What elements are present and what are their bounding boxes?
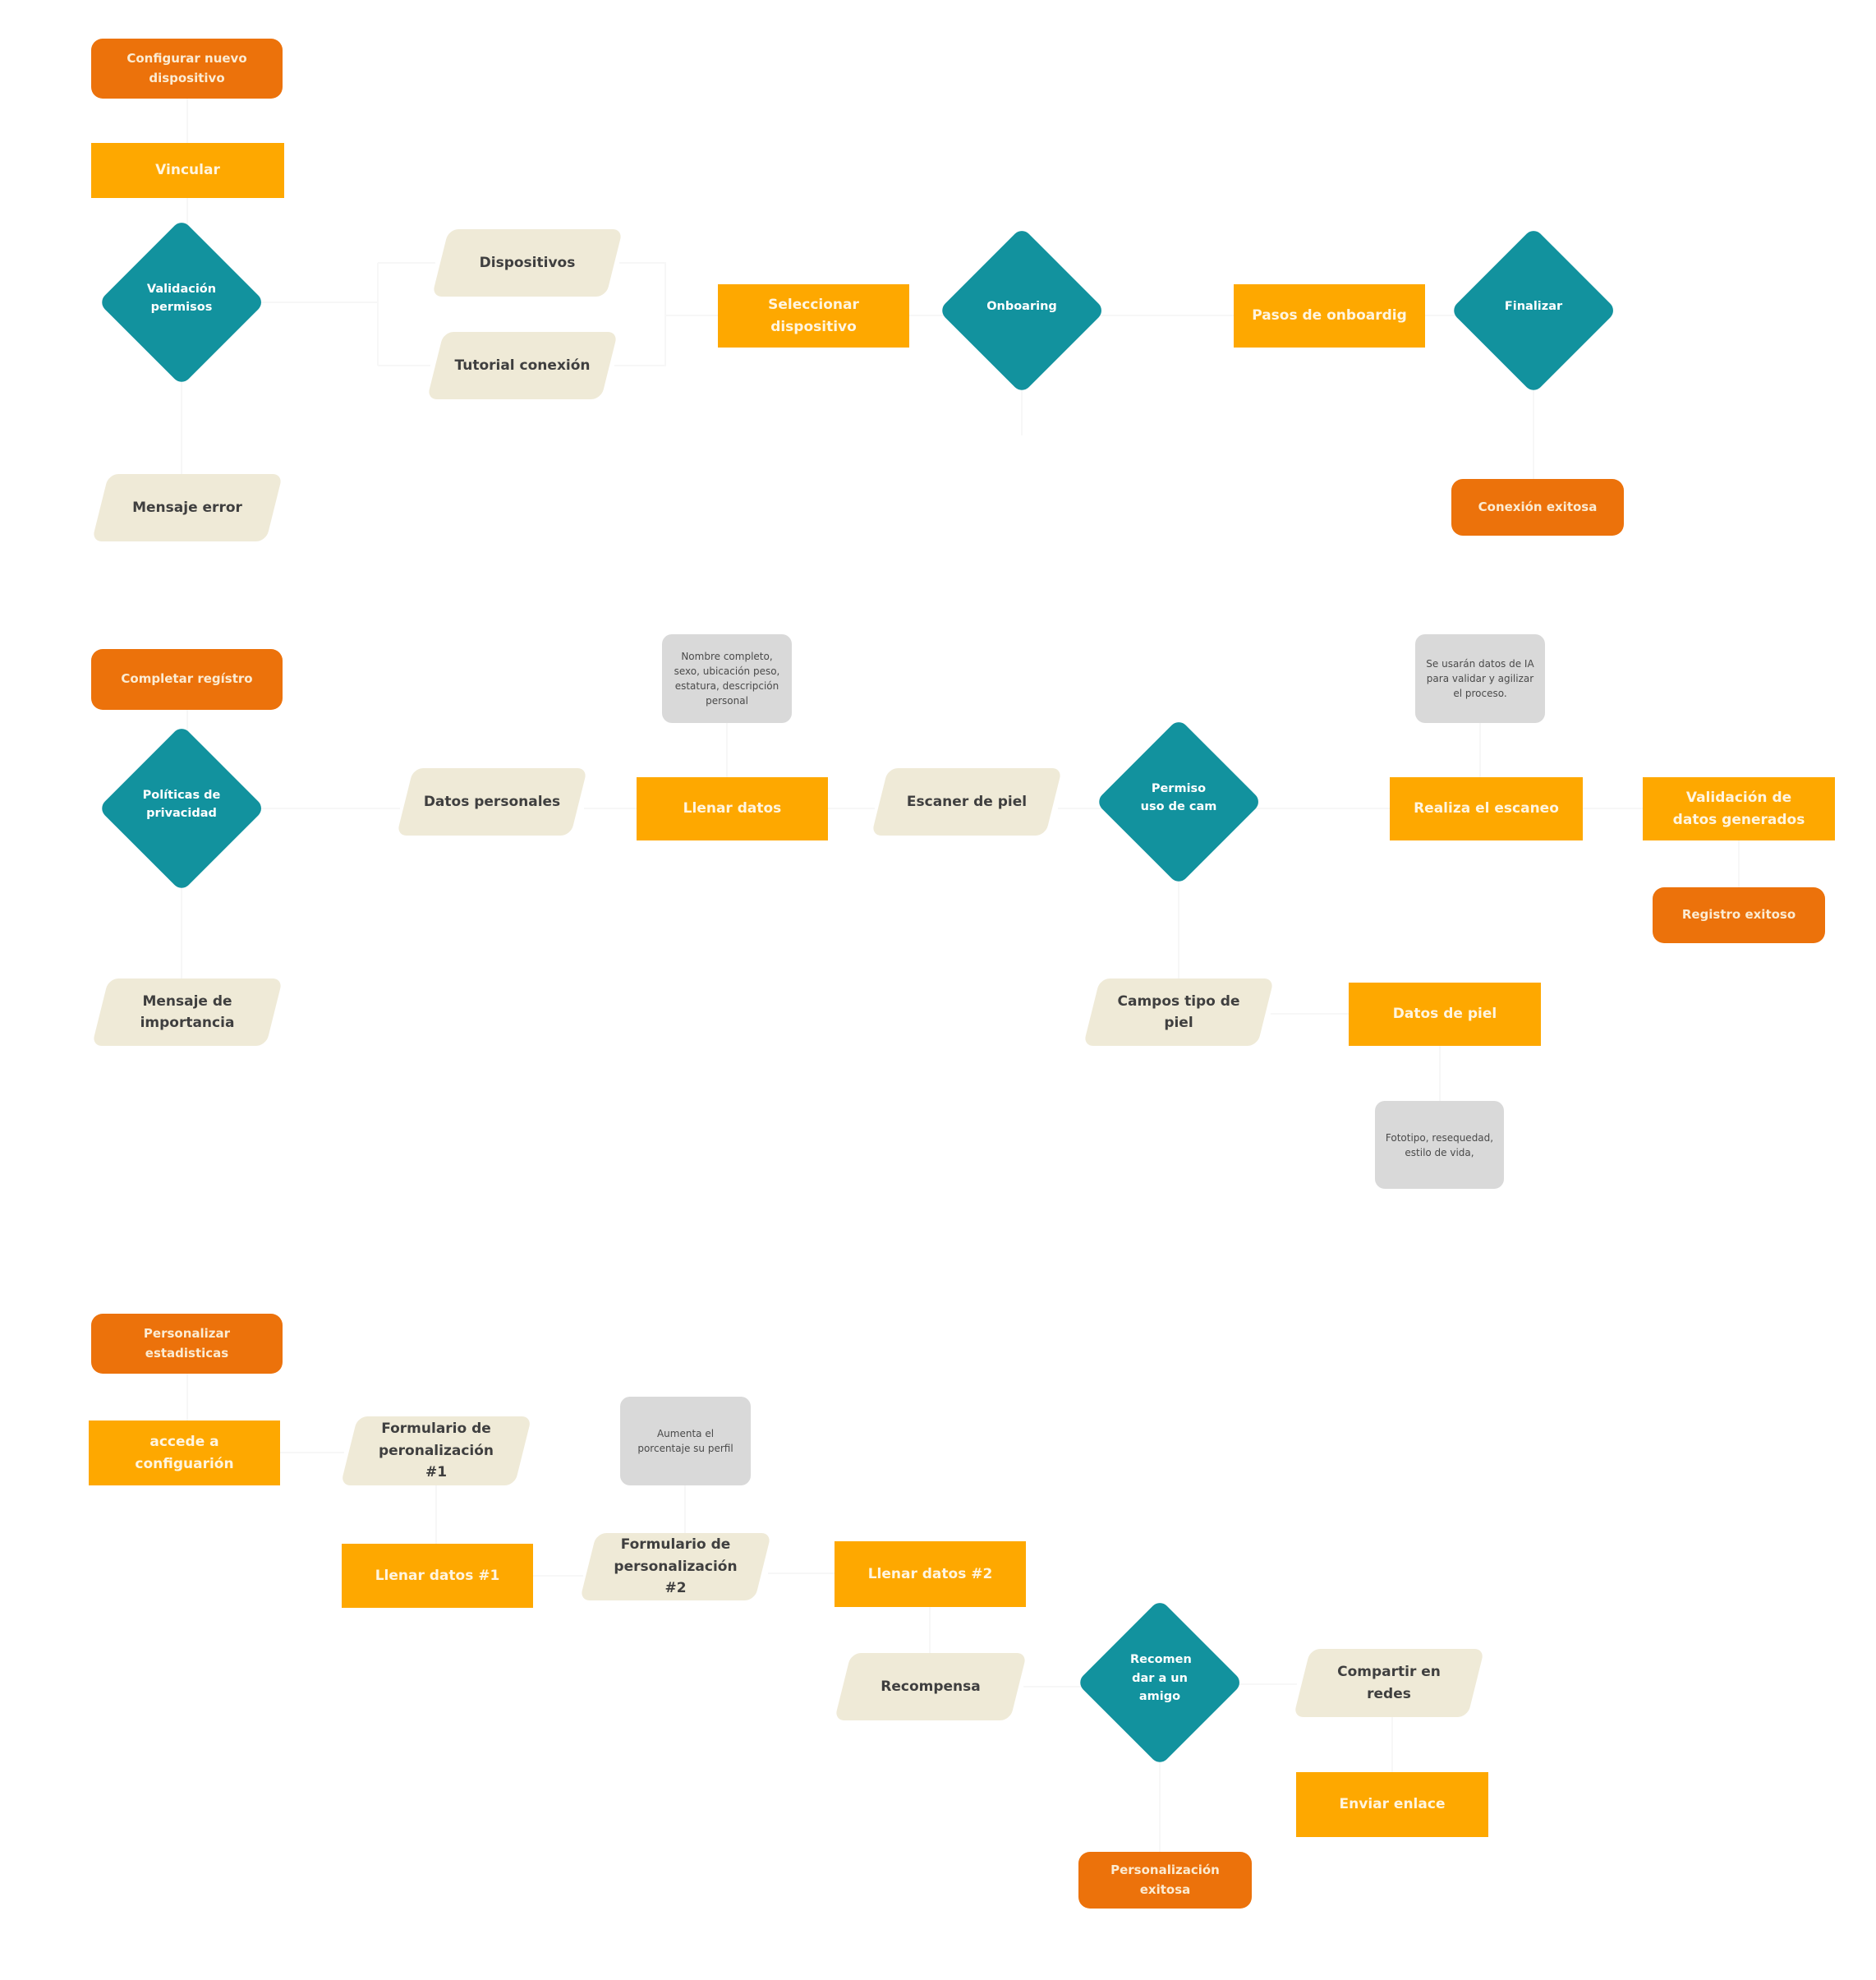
node-label: Mensaje error (132, 499, 242, 516)
io-datos-personales[interactable]: Datos personales (396, 768, 588, 836)
process-vincular[interactable]: Vincular (91, 143, 284, 198)
node-label: Permiso uso de cam (1140, 781, 1217, 813)
node-label: Dispositivos (479, 254, 576, 271)
node-label: Personalizar estadisticas (143, 1326, 231, 1361)
io-tutorial-conexion[interactable]: Tutorial conexión (426, 332, 618, 399)
note-text: Se usarán datos de IA para validar y agi… (1426, 658, 1534, 699)
node-label: Tutorial conexión (454, 357, 591, 374)
node-label: Compartir en redes (1337, 1664, 1441, 1702)
process-accede-configuracion[interactable]: accede a configuarión (89, 1421, 280, 1485)
node-label: Recompensa (881, 1678, 981, 1695)
process-seleccionar-dispositivo[interactable]: Seleccionar dispositivo (718, 284, 909, 348)
process-llenar-datos-1[interactable]: Llenar datos #1 (342, 1544, 533, 1608)
connector (241, 262, 435, 366)
node-label: Formulario de peronalización #1 (378, 1421, 494, 1481)
io-campos-tipo-piel[interactable]: Campos tipo de piel (1083, 978, 1275, 1046)
node-label: Personalización exitosa (1110, 1863, 1220, 1897)
end-conexion-exitosa[interactable]: Conexión exitosa (1451, 479, 1624, 536)
process-llenar-datos[interactable]: Llenar datos (637, 777, 828, 840)
decision-validacion-permisos[interactable]: Validación permisos (98, 219, 265, 386)
process-realiza-escaneo[interactable]: Realiza el escaneo (1390, 777, 1583, 840)
node-label: Formulario de personalización #2 (614, 1536, 738, 1597)
io-recompensa[interactable]: Recompensa (834, 1653, 1028, 1720)
note-datos-piel: Fototipo, resequedad, estilo de vida, (1375, 1101, 1504, 1189)
node-label: Campos tipo de piel (1117, 992, 1240, 1031)
connector (614, 262, 718, 366)
end-registro-exitoso[interactable]: Registro exitoso (1653, 887, 1825, 943)
node-label: Onboaring (986, 299, 1057, 313)
note-text: Fototipo, resequedad, estilo de vida, (1385, 1131, 1494, 1158)
end-personalizacion-exitosa[interactable]: Personalización exitosa (1078, 1852, 1252, 1909)
node-label: Políticas de privacidad (142, 788, 221, 820)
decision-politicas-privacidad[interactable]: Políticas de privacidad (98, 725, 265, 892)
io-formulario-1[interactable]: Formulario de peronalización #1 (340, 1416, 532, 1485)
process-datos-piel[interactable]: Datos de piel (1349, 983, 1541, 1046)
process-validacion-datos[interactable]: Validación de datos generados (1643, 777, 1835, 840)
node-label: Llenar datos #1 (375, 1567, 500, 1584)
node-label: Validación de datos generados (1672, 790, 1805, 828)
node-label: Llenar datos (683, 800, 782, 817)
node-label: Vincular (155, 162, 220, 179)
io-formulario-2[interactable]: Formulario de personalización #2 (579, 1533, 772, 1600)
node-label: Conexión exitosa (1478, 499, 1598, 514)
node-label: Datos de piel (1392, 1006, 1497, 1023)
node-label: Configurar nuevo dispositivo (126, 51, 247, 85)
node-label: Escaner de piel (906, 793, 1028, 810)
decision-onboaring[interactable]: Onboaring (938, 227, 1106, 394)
start-personalizar-estadisticas[interactable]: Personalizar estadisticas (91, 1314, 283, 1374)
io-escaner-piel[interactable]: Escaner de piel (871, 768, 1063, 836)
node-label: Validación permisos (146, 282, 217, 314)
io-compartir-redes[interactable]: Compartir en redes (1293, 1649, 1485, 1717)
note-perfil: Aumenta el porcentaje su perfil (620, 1397, 751, 1485)
node-label: Completar regístro (121, 671, 253, 687)
node-label: Mensaje de importancia (140, 992, 235, 1031)
note-datos-personales: Nombre completo, sexo, ubicación peso, e… (662, 634, 792, 723)
io-mensaje-error[interactable]: Mensaje error (91, 474, 283, 541)
decision-recomendar-amigo[interactable]: Recomen dar a un amigo (1076, 1599, 1244, 1766)
io-dispositivos[interactable]: Dispositivos (431, 229, 623, 297)
node-label: Registro exitoso (1681, 907, 1796, 923)
node-label: Llenar datos #2 (867, 1565, 993, 1582)
start-configurar-dispositivo[interactable]: Configurar nuevo dispositivo (91, 39, 283, 99)
start-completar-registro[interactable]: Completar regístro (91, 649, 283, 710)
decision-finalizar[interactable]: Finalizar (1450, 227, 1617, 394)
node-label: Pasos de onboardig (1252, 307, 1407, 325)
node-label: Seleccionar dispositivo (768, 297, 859, 335)
node-label: Datos personales (423, 793, 561, 810)
node-label: accede a configuarión (135, 1434, 234, 1472)
note-ia: Se usarán datos de IA para validar y agi… (1415, 634, 1545, 723)
decision-permiso-cam[interactable]: Permiso uso de cam (1095, 718, 1262, 886)
node-label: Finalizar (1504, 299, 1563, 313)
node-label: Recomen dar a un amigo (1130, 1653, 1192, 1704)
process-pasos-onboardig[interactable]: Pasos de onboardig (1234, 284, 1425, 348)
note-text: Nombre completo, sexo, ubicación peso, e… (674, 651, 780, 707)
node-label: Realiza el escaneo (1414, 800, 1559, 817)
process-llenar-datos-2[interactable]: Llenar datos #2 (835, 1541, 1026, 1607)
process-enviar-enlace[interactable]: Enviar enlace (1296, 1772, 1488, 1837)
io-mensaje-importancia[interactable]: Mensaje de importancia (91, 978, 283, 1046)
note-text: Aumenta el porcentaje su perfil (637, 1428, 733, 1454)
node-label: Enviar enlace (1339, 1796, 1446, 1813)
